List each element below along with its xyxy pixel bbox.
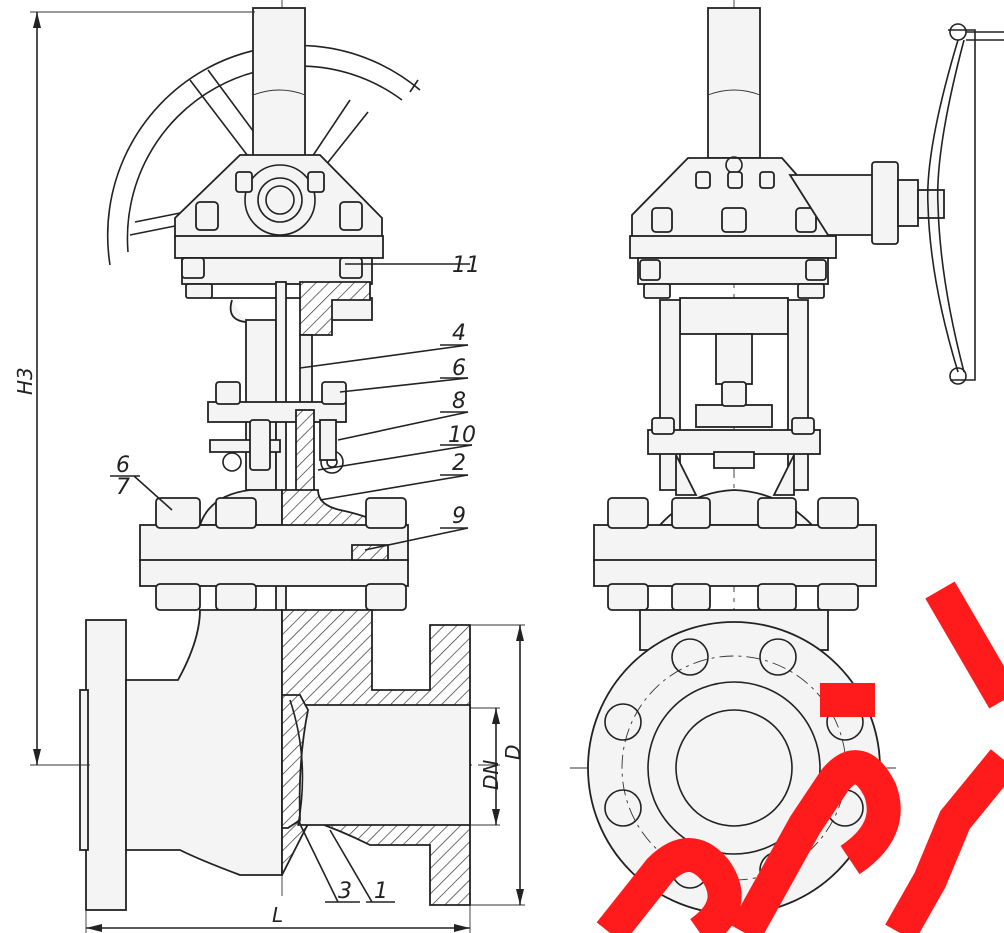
yoke-side: [647, 297, 821, 496]
stem-extension-side: [707, 7, 761, 159]
callouts-left: 11 4 6 8 10 2 9 6 7 3: [110, 253, 480, 904]
gland-left: [207, 381, 347, 501]
dimension-h3: H3: [13, 11, 255, 766]
stem-extension: [252, 7, 306, 169]
callout-9: 9: [452, 504, 466, 529]
callout-3: 3: [338, 879, 352, 904]
watermark: [596, 581, 1004, 933]
bonnet-left: [139, 489, 409, 611]
length-label: L: [272, 903, 283, 927]
side-view: [570, 0, 1004, 920]
callout-8: 8: [452, 389, 466, 414]
callout-10: 10: [448, 423, 476, 448]
callout-4: 4: [452, 321, 466, 346]
callout-6: 6: [452, 356, 466, 381]
valve-body-left: [79, 609, 283, 911]
valve-body-section: [281, 609, 471, 906]
gearbox-side: [629, 156, 945, 299]
dimension-l: L: [85, 903, 471, 933]
front-view: 11 4 6 8 10 2 9 6 7 3: [13, 0, 525, 933]
callout-11: 11: [452, 253, 480, 278]
callout-6b: 6: [116, 453, 130, 478]
gearbox-left: [174, 154, 384, 299]
height-label: H3: [13, 367, 37, 395]
callout-7: 7: [116, 475, 130, 500]
handwheel-side: [926, 23, 1004, 385]
callout-2: 2: [452, 451, 466, 476]
callout-1: 1: [374, 879, 388, 904]
dimension-dn-d: DN D: [470, 624, 525, 906]
outer-diameter-label: D: [501, 745, 525, 760]
nominal-diameter-label: DN: [479, 760, 503, 790]
